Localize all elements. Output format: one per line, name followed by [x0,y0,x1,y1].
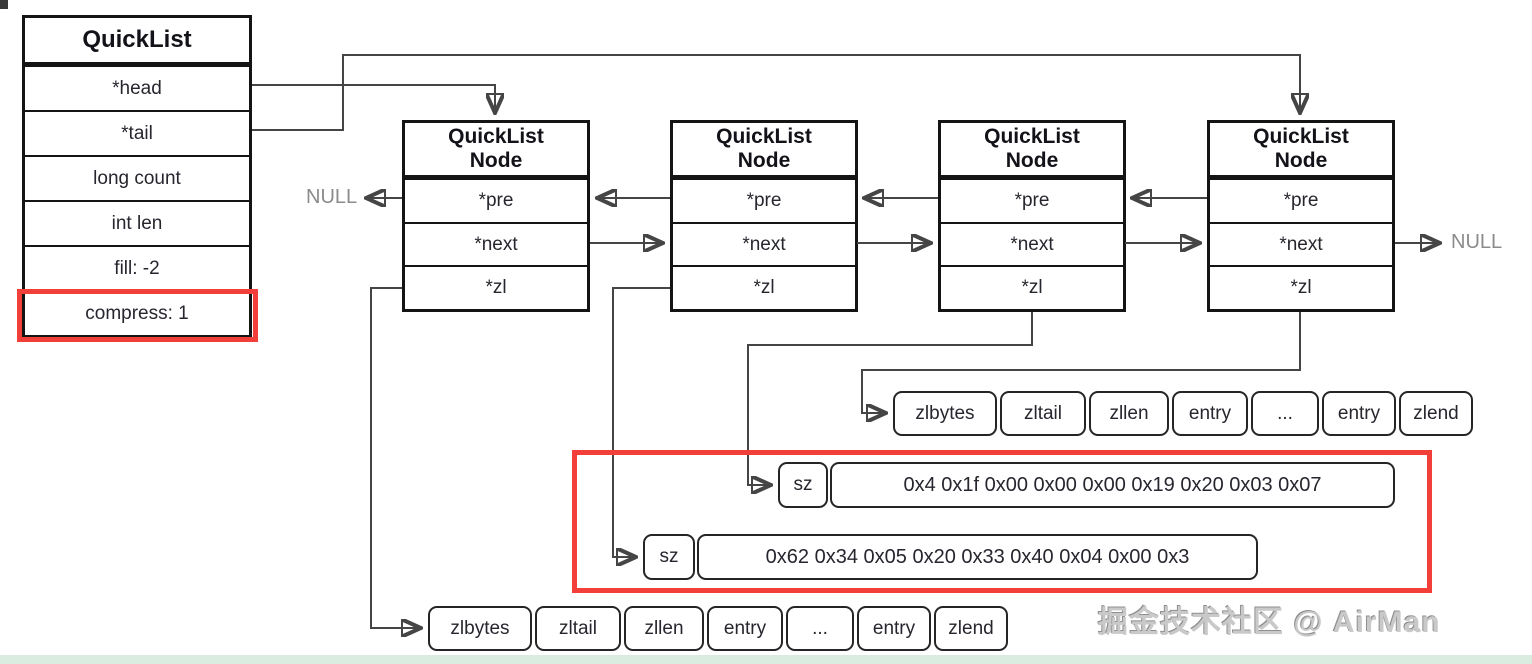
quicklist-field-head: *head [25,65,249,110]
quicklist-field-count: long count [25,155,249,200]
node2-field-pre: *pre [673,178,855,222]
quicklist-struct: QuickList *head *tail long count int len… [22,15,252,338]
ziplist-cell-entry: entry [1322,391,1396,436]
quicklistnode-1: QuickList Node *pre *next *zl [402,120,590,312]
watermark-text: 掘金技术社区 @ AirMan [1098,606,1441,639]
tail-pointer-line [252,54,1300,131]
quicklist-field-tail: *tail [25,110,249,155]
node3-field-zl: *zl [941,265,1123,309]
bottom-bar [0,655,1532,664]
quicklistnode-3: QuickList Node *pre *next *zl [938,120,1126,312]
quicklist-field-len: int len [25,200,249,245]
null-label-left: NULL [306,186,358,208]
node3-field-pre: *pre [941,178,1123,222]
node1-zl-line [370,287,419,628]
node3-title: QuickList Node [941,123,1123,178]
node1-title-line2: Node [469,149,523,172]
ziplist-cell-zlend: zlend [934,606,1008,651]
ziplist-bottom: zlbytes zltail zllen entry ... entry zle… [428,606,1008,651]
node1-title-line1: QuickList [448,125,544,149]
ziplist-cell-entry: entry [1172,391,1248,436]
node1-title: QuickList Node [405,123,587,178]
ziplist-cell-zltail: zltail [535,606,621,651]
node1-field-next: *next [405,221,587,266]
ziplist-cell-zlend: zlend [1399,391,1473,436]
ziplist-cell-zltail: zltail [1000,391,1086,436]
node1-field-zl: *zl [405,265,587,309]
node4-field-pre: *pre [1210,178,1392,222]
quicklist-title: QuickList [25,18,249,65]
node4-field-zl: *zl [1210,265,1392,309]
node2-title-line2: Node [737,149,791,172]
sz-value-2: 0x62 0x34 0x05 0x20 0x33 0x40 0x04 0x00 … [697,534,1258,580]
corner-artifact [0,0,8,9]
ziplist-cell-zlbytes: zlbytes [893,391,997,436]
node2-title-line1: QuickList [716,125,812,149]
node4-field-next: *next [1210,221,1392,266]
quicklist-field-fill: fill: -2 [25,245,249,290]
node2-title: QuickList Node [673,123,855,178]
ziplist-cell-zllen: zllen [624,606,704,651]
ziplist-cell-entry: entry [857,606,931,651]
ziplist-cell-zllen: zllen [1089,391,1169,436]
ziplist-cell-ellipsis: ... [786,606,854,651]
node3-title-line1: QuickList [984,125,1080,149]
quicklistnode-4: QuickList Node *pre *next *zl [1207,120,1395,312]
head-pointer-line [252,84,495,111]
null-label-right: NULL [1451,231,1503,253]
node4-title-line2: Node [1274,149,1328,172]
ziplist-top: zlbytes zltail zllen entry ... entry zle… [893,391,1473,436]
node1-field-pre: *pre [405,178,587,222]
compress-highlight-box [17,289,258,342]
node3-title-line2: Node [1005,149,1059,172]
node2-field-zl: *zl [673,265,855,309]
ziplist-cell-ellipsis: ... [1251,391,1319,436]
node4-title-line1: QuickList [1253,125,1349,149]
sz-highlight-box [572,450,1432,593]
quicklistnode-2: QuickList Node *pre *next *zl [670,120,858,312]
node4-title: QuickList Node [1210,123,1392,178]
node3-field-next: *next [941,221,1123,266]
ziplist-cell-zlbytes: zlbytes [428,606,532,651]
ziplist-cell-entry: entry [707,606,783,651]
node2-field-next: *next [673,221,855,266]
